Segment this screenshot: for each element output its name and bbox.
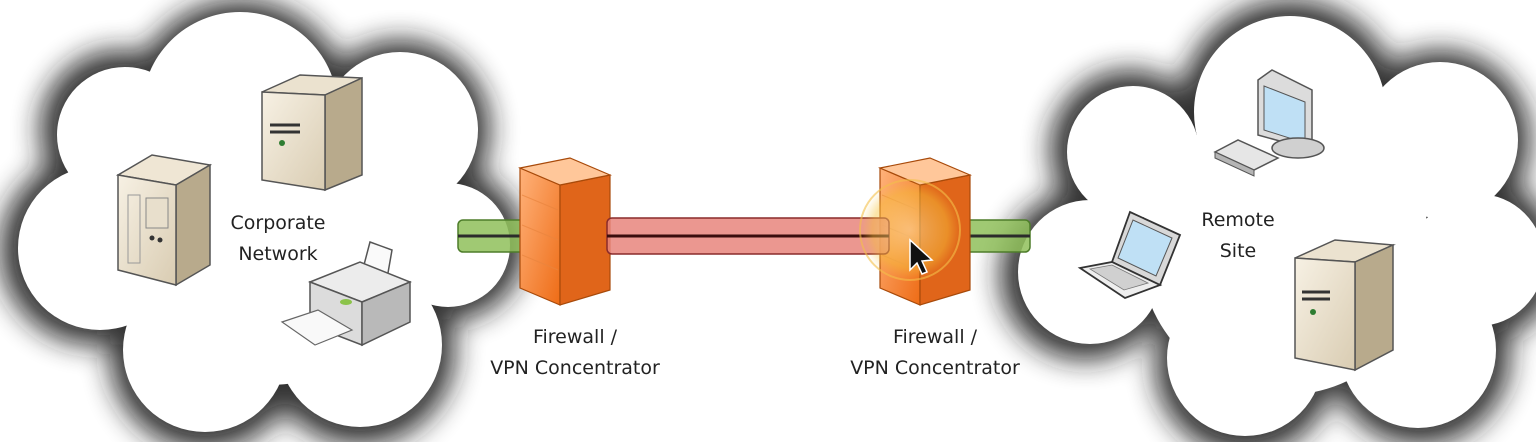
vpn-tunnel (606, 217, 890, 255)
corporate-network-cloud: Corporate Network (0, 0, 525, 447)
mainframe-icon (115, 154, 213, 287)
firewall-left-label-line1: Firewall / (533, 326, 618, 348)
corporate-network-label-line1: Corporate (231, 212, 326, 234)
firewall-left-label-line2: VPN Concentrator (490, 357, 660, 379)
firewall-icon (517, 157, 613, 306)
server-tower-icon (1294, 239, 1396, 372)
firewall-right-label-line2: VPN Concentrator (850, 357, 1020, 379)
workstation-icon (1213, 69, 1325, 177)
cursor-icon (909, 238, 934, 275)
corporate-network-label-line2: Network (238, 243, 317, 265)
firewall-right-label-line1: Firewall / (893, 326, 978, 348)
remote-site-label-line1: Remote (1201, 209, 1274, 231)
remote-site-label-line2: Site (1220, 240, 1256, 262)
server-tower-icon (261, 74, 363, 192)
firewall-left (517, 157, 613, 306)
laptop-icon (1077, 210, 1182, 300)
printer-icon (280, 241, 412, 347)
remote-site-cloud: Remote Site (1000, 0, 1536, 447)
cursor-highlight (859, 179, 961, 281)
